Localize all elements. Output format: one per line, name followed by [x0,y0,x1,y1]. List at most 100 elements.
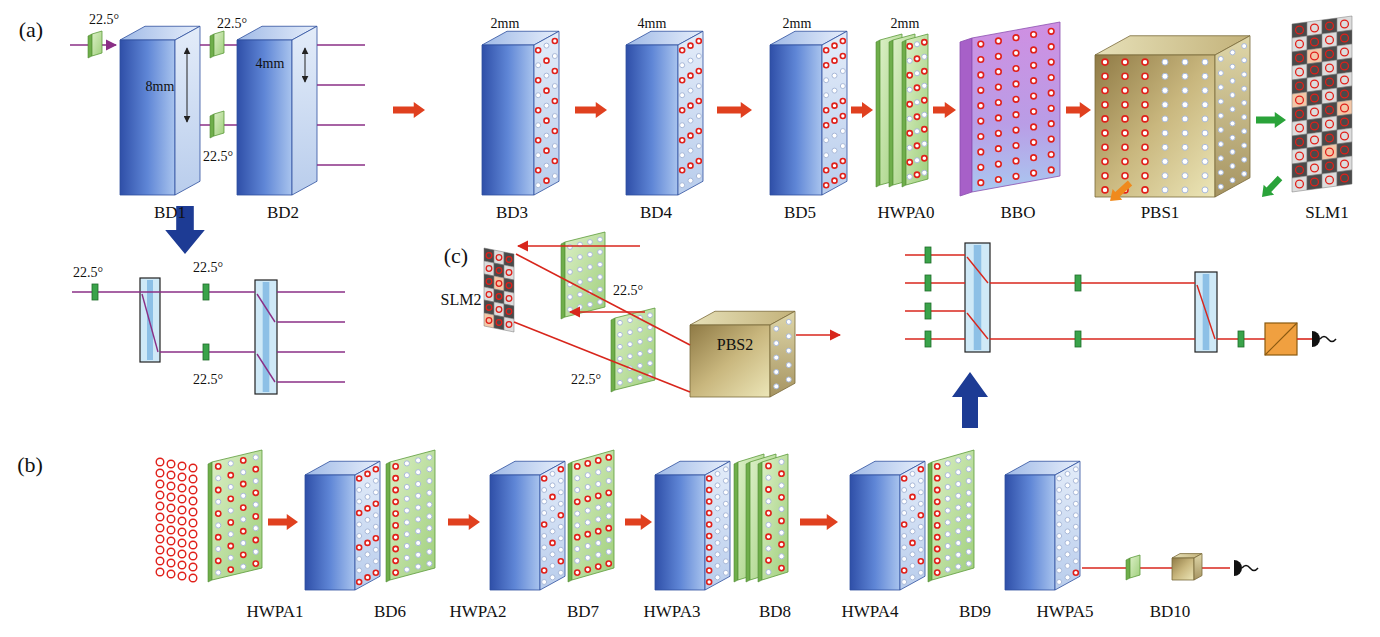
red-spot [1311,80,1319,88]
white-spot [1242,86,1247,91]
white-spot [715,529,720,534]
red-spot [1013,112,1019,118]
red-spot [156,535,164,543]
slm-pixel [1337,156,1352,172]
white-spot [365,494,370,499]
white-spot [1202,102,1208,108]
white-spot [907,174,912,179]
red-spot [1102,59,1108,65]
red-spot [1031,32,1037,38]
white-spot [416,493,421,498]
white-spot [1202,116,1208,122]
beam-displacer-symbol [965,243,990,352]
red-spot [167,559,175,567]
slm-pixel [484,287,494,302]
red-spot [167,537,175,545]
red-spot [935,476,940,481]
white-spot [902,510,907,515]
red-spot [393,476,398,481]
white-spot [902,579,907,584]
white-spot [596,540,601,545]
red-spot [902,476,907,481]
white-spot [945,532,950,537]
slm-pixel [1322,158,1337,174]
white-spot [723,513,728,518]
white-spot [598,250,603,255]
side-face [1055,461,1080,590]
white-spot [1202,187,1208,193]
white-spot [956,540,961,545]
white-spot [918,478,923,483]
red-spot [596,529,601,534]
plate-face [1130,555,1140,578]
plate-edge [902,40,906,187]
wave-plate-symbol [1075,275,1081,291]
white-spot [1202,159,1208,165]
dimension-arrow [305,48,306,82]
white-spot [966,514,971,519]
plate-face [615,308,655,390]
wave-plate-symbol [925,247,931,263]
white-spot [596,470,601,475]
component-label-holder: BD7 [567,602,599,622]
light-beam [317,84,365,86]
red-spot [1122,59,1128,65]
slm-pixel [1322,88,1337,104]
red-spot [357,579,362,584]
red-spot [373,467,378,472]
red-spot [935,570,940,575]
red-spot [552,129,557,134]
white-spot [357,522,362,527]
white-spot [357,533,362,538]
red-spot [167,570,175,578]
white-spot [688,148,693,153]
red-spot [1013,97,1019,103]
slm-pixel [1307,62,1322,78]
white-spot [618,320,623,325]
angle-label: 22.5° [73,265,103,281]
red-spot [178,517,186,525]
plate-edge [88,34,92,58]
red-spot [216,511,221,516]
white-spot [578,267,583,272]
red-spot [575,464,580,469]
white-spot [241,540,246,545]
red-spot [1326,50,1334,58]
white-spot [824,78,829,83]
red-spot [779,566,784,571]
white-spot [914,158,919,163]
dimension-label-holder: 2mm [891,14,920,32]
white-spot [404,496,409,501]
beam-displacer [626,31,703,195]
illustration-part [1265,323,1297,355]
red-spot [1013,143,1019,149]
white-spot [618,332,623,337]
white-spot [536,123,541,128]
light-beam [277,321,345,323]
red-spot [373,501,378,506]
red-spot [178,484,186,492]
red-spot [1311,122,1319,130]
red-spot [189,464,197,472]
white-spot [550,483,555,488]
red-spot [1296,138,1304,146]
red-spot [1013,66,1019,72]
side-face [540,461,565,590]
white-spot [373,559,378,564]
white-spot [550,529,555,534]
component-label: HWPA4 [842,602,899,622]
slm-pixel [1292,134,1307,150]
red-spot [1048,29,1054,35]
white-spot [715,575,720,580]
red-spot [393,499,398,504]
red-spot [688,163,693,168]
red-spot [1326,120,1334,128]
plate-edge [876,40,880,187]
plate-edge [758,462,762,582]
plate-face [565,232,605,317]
white-spot [1218,99,1223,104]
red-spot [544,58,549,63]
white-spot [966,549,971,554]
white-spot [1065,540,1070,545]
white-spot [914,100,919,105]
